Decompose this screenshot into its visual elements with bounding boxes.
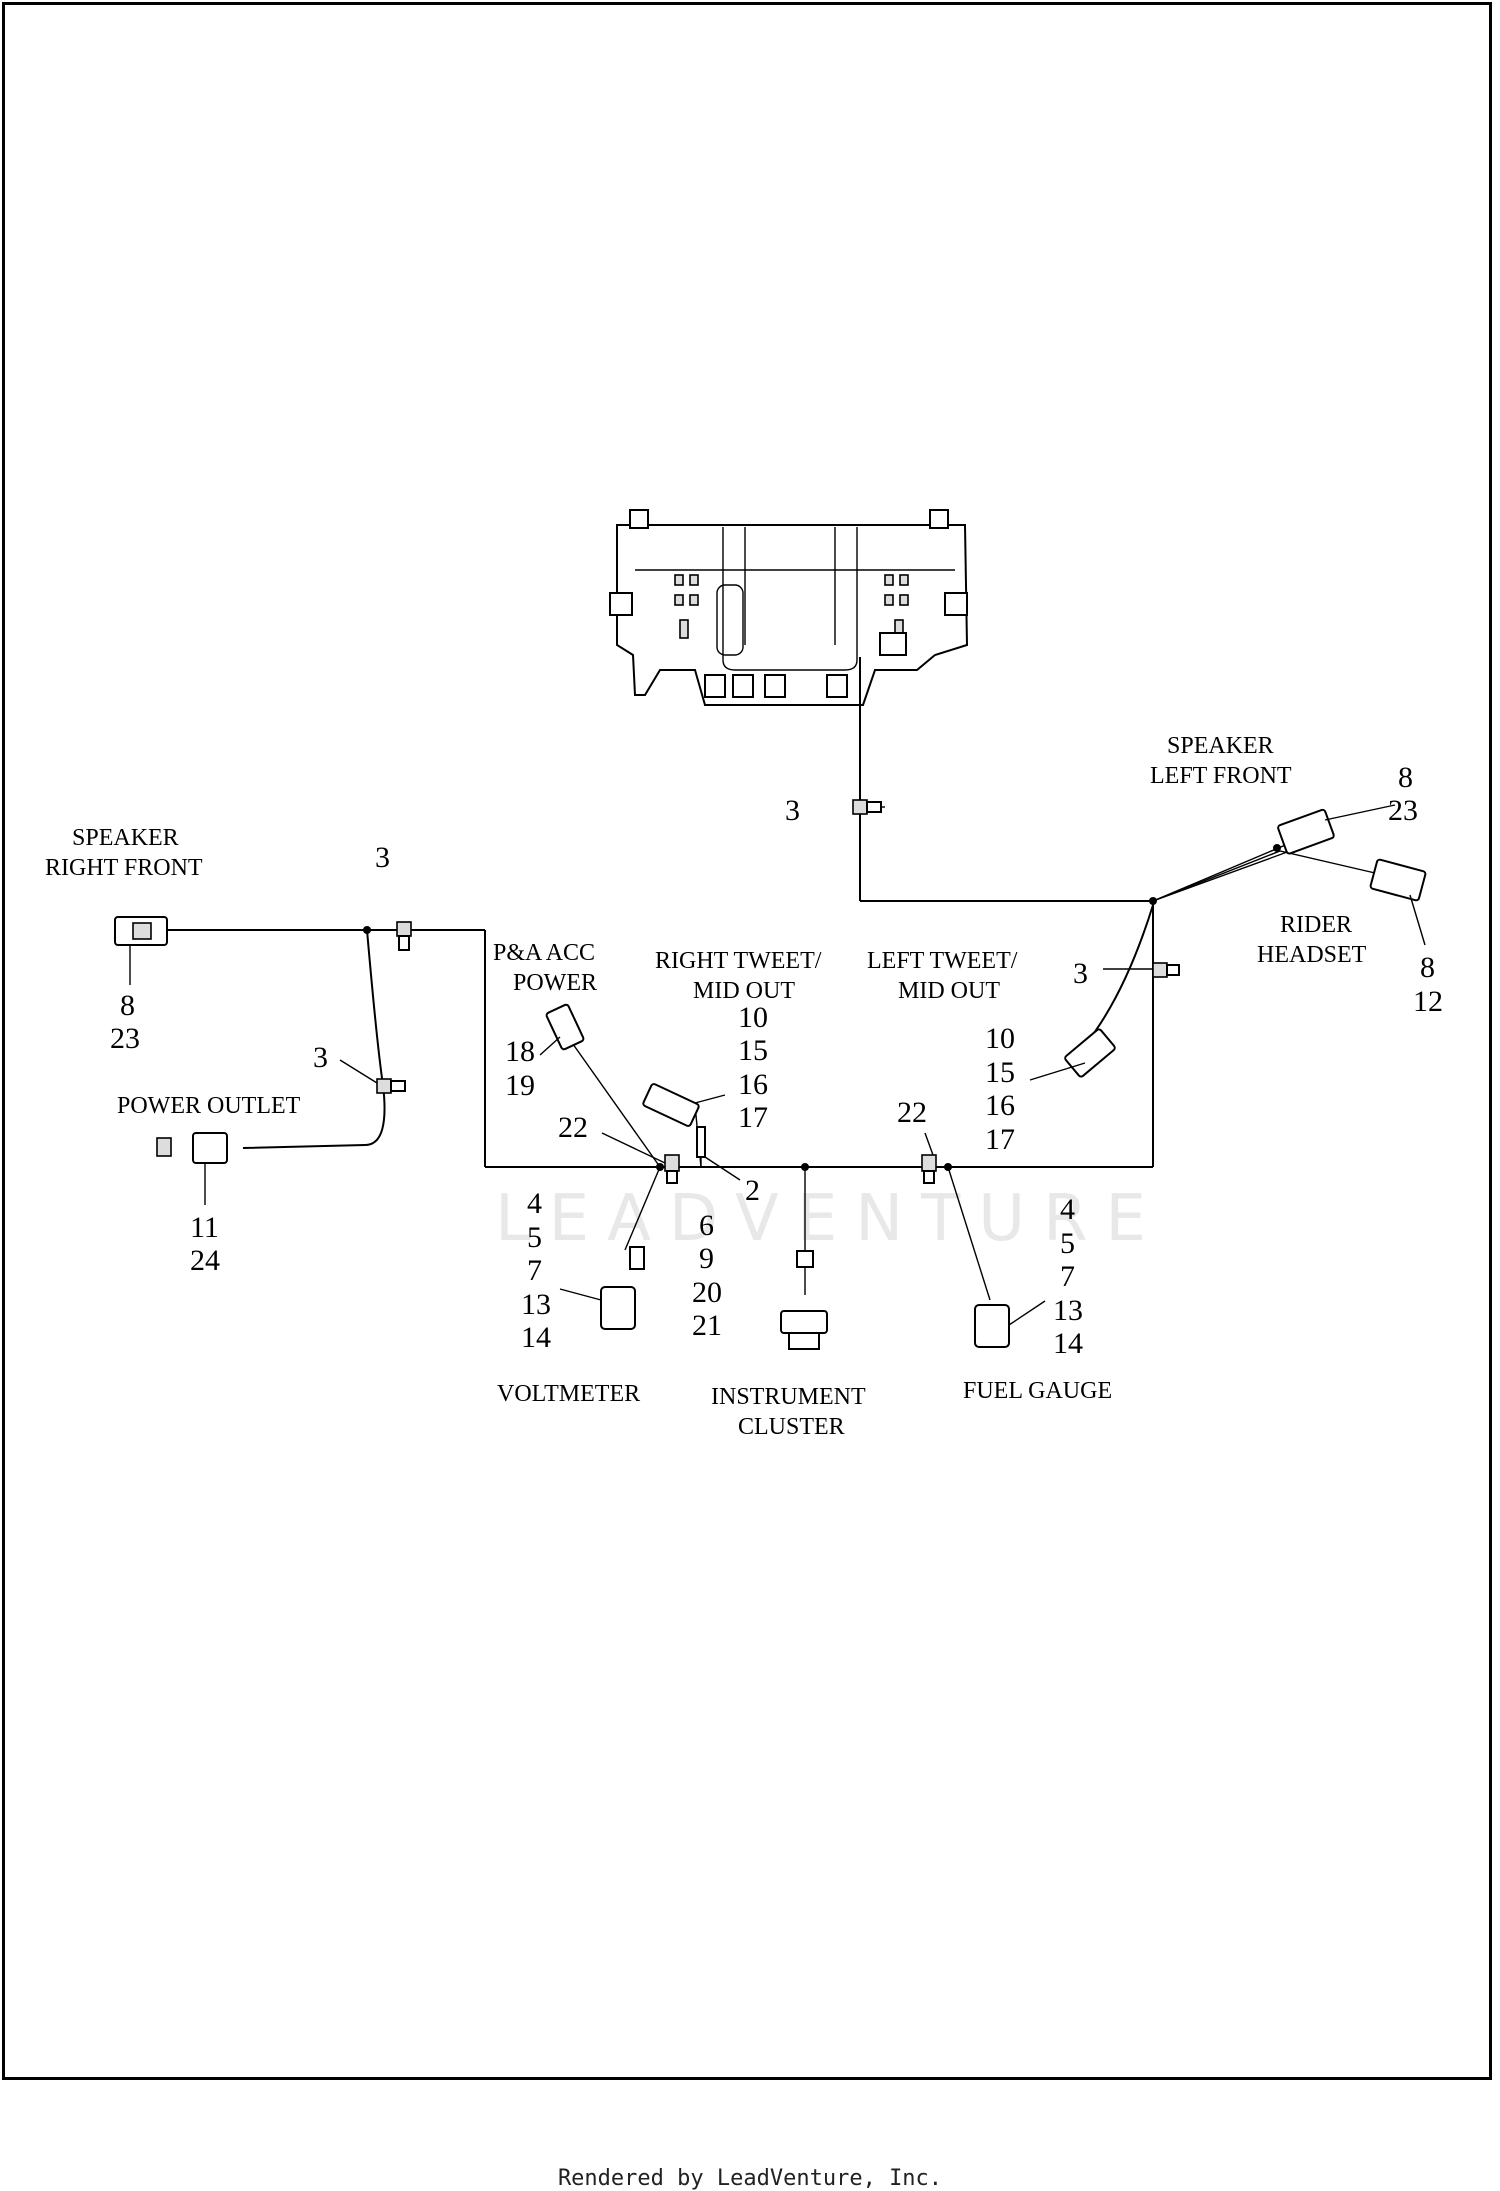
- fuel-gauge-ref-1: 4: [1060, 1193, 1075, 1226]
- speaker-left-front-connector: [1277, 804, 1396, 855]
- rider-headset-ref-1: 8: [1420, 951, 1435, 984]
- fuel-gauge-ref-2: 5: [1060, 1227, 1075, 1260]
- pa-acc-power-label-2: POWER: [513, 970, 597, 996]
- instrument-cluster-label-1: INSTRUMENT: [711, 1384, 866, 1410]
- connector-2: [696, 1126, 741, 1181]
- pa-acc-power-connector: [539, 1003, 585, 1056]
- instrument-cluster-ref-4: 21: [692, 1309, 722, 1342]
- rider-headset-ref-2: 12: [1413, 985, 1443, 1018]
- callout-clip-22-left: 22: [558, 1111, 588, 1144]
- left-tweet-ref-2: 15: [985, 1056, 1015, 1089]
- right-tweet-connector: [642, 1083, 700, 1127]
- voltmeter-label: VOLTMETER: [497, 1381, 640, 1407]
- left-tweet-label-1: LEFT TWEET/: [867, 948, 1018, 974]
- rider-headset-label-1: RIDER: [1280, 912, 1352, 938]
- right-tweet-ref-1: 10: [738, 1001, 768, 1034]
- speaker-left-front-label-1: SPEAKER: [1167, 733, 1274, 759]
- wiring-diagram: LEADVENTURE: [45, 509, 1443, 1440]
- callout-clip-power-outlet: 3: [313, 1041, 328, 1074]
- power-outlet-connector: [156, 1132, 228, 1205]
- clip-22-left: [664, 1154, 680, 1184]
- speaker-right-front-label-2: RIGHT FRONT: [45, 855, 203, 881]
- footer-credit: Rendered by LeadVenture, Inc.: [557, 2166, 943, 2191]
- leader-lines: [339, 806, 1153, 1164]
- voltmeter-ref-3: 7: [527, 1254, 542, 1287]
- speaker-left-front-label-2: LEFT FRONT: [1150, 763, 1292, 789]
- fuel-gauge-ref-5: 14: [1053, 1327, 1083, 1360]
- speaker-right-front-ref-2: 23: [110, 1022, 140, 1055]
- voltmeter-ref-1: 4: [527, 1187, 542, 1220]
- callout-connector-2: 2: [745, 1174, 760, 1207]
- clip-22-right: [921, 1154, 937, 1184]
- right-tweet-ref-2: 15: [738, 1034, 768, 1067]
- left-tweet-label-2: MID OUT: [898, 978, 1000, 1004]
- left-tweet-ref-4: 17: [985, 1123, 1015, 1156]
- harness-wires: [165, 805, 1376, 1301]
- diagram-frame: LEADVENTURE: [2, 2, 1492, 2080]
- instrument-cluster-connector: [780, 1250, 828, 1350]
- fuel-gauge-ref-3: 7: [1060, 1260, 1075, 1293]
- callout-clip-top: 3: [785, 794, 800, 827]
- clip-right-front: [396, 921, 412, 951]
- power-outlet-label: POWER OUTLET: [117, 1093, 301, 1119]
- pa-acc-power-ref-1: 18: [505, 1035, 535, 1068]
- voltmeter-connector: [559, 1246, 645, 1330]
- pa-acc-power-label-1: P&A ACC: [493, 940, 595, 966]
- voltmeter-ref-2: 5: [527, 1221, 542, 1254]
- clip-power-outlet: [376, 1078, 406, 1094]
- instrument-cluster-ref-1: 6: [699, 1209, 714, 1242]
- voltmeter-ref-5: 14: [521, 1321, 551, 1354]
- voltmeter-ref-4: 13: [521, 1288, 551, 1321]
- speaker-left-front-ref-2: 23: [1388, 794, 1418, 827]
- clip-left-tweet: [1152, 962, 1180, 978]
- right-tweet-label-2: MID OUT: [693, 978, 795, 1004]
- fuel-gauge-ref-4: 13: [1053, 1294, 1083, 1327]
- power-outlet-ref-1: 11: [190, 1211, 219, 1244]
- clip-top: [852, 799, 882, 815]
- power-outlet-ref-2: 24: [190, 1244, 220, 1277]
- instrument-cluster-ref-3: 20: [692, 1276, 722, 1309]
- watermark: LEADVENTURE: [495, 1182, 1164, 1256]
- callout-clip-right-front: 3: [375, 841, 390, 874]
- left-tweet-ref-1: 10: [985, 1022, 1015, 1055]
- speaker-right-front-ref-1: 8: [120, 989, 135, 1022]
- fuel-gauge-connector: [974, 1300, 1046, 1348]
- rider-headset-connector: [1369, 858, 1427, 946]
- callout-clip-left: 3: [1073, 957, 1088, 990]
- speaker-right-front-label-1: SPEAKER: [72, 825, 179, 851]
- speaker-left-front-ref-1: 8: [1398, 761, 1413, 794]
- right-tweet-ref-3: 16: [738, 1068, 768, 1101]
- rider-headset-label-2: HEADSET: [1257, 942, 1367, 968]
- left-tweet-ref-3: 16: [985, 1089, 1015, 1122]
- fuel-gauge-label: FUEL GAUGE: [963, 1378, 1112, 1404]
- instrument-cluster-ref-2: 9: [699, 1242, 714, 1275]
- pa-acc-power-ref-2: 19: [505, 1069, 535, 1102]
- right-tweet-label-1: RIGHT TWEET/: [655, 948, 822, 974]
- callout-clip-22-right: 22: [897, 1096, 927, 1129]
- fairing-bracket: [609, 509, 969, 805]
- instrument-cluster-label-2: CLUSTER: [738, 1414, 845, 1440]
- left-tweet-connector: [1064, 1028, 1116, 1078]
- speaker-right-front-connector: [114, 916, 168, 985]
- right-tweet-ref-4: 17: [738, 1101, 768, 1134]
